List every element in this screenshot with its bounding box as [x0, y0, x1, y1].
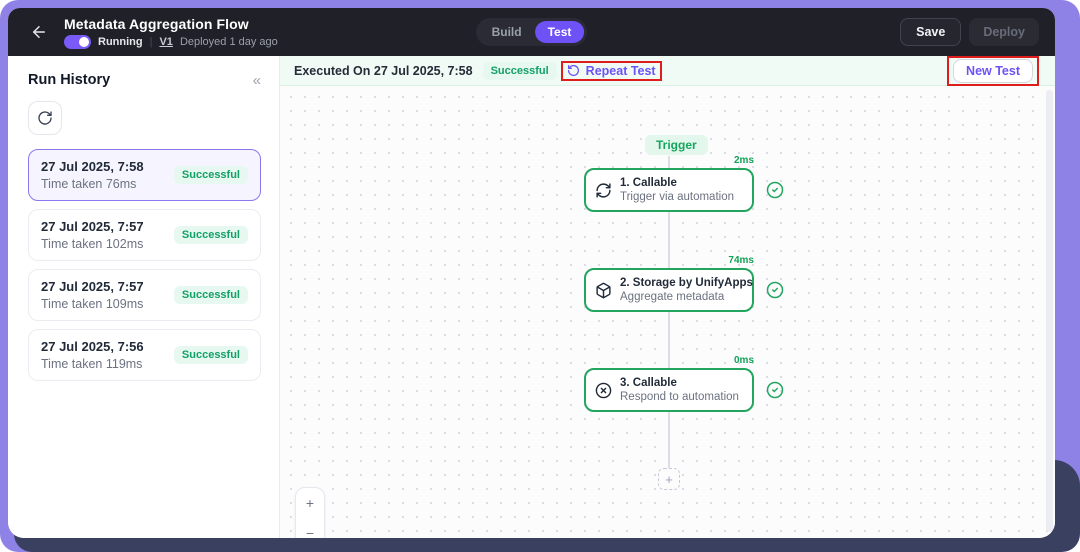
refresh-icon [37, 110, 53, 126]
run-history-title: Run History [28, 72, 111, 88]
save-button[interactable]: Save [900, 18, 962, 46]
refresh-runs-button[interactable] [28, 101, 62, 135]
execution-status-bar: Executed On 27 Jul 2025, 7:58 Successful… [280, 55, 1055, 86]
zoom-out-button[interactable]: − [296, 518, 324, 538]
back-button[interactable] [24, 17, 54, 47]
canvas-scrollbar[interactable] [1046, 90, 1053, 532]
status-badge: Successful [173, 346, 248, 364]
collapse-panel-icon[interactable]: « [252, 71, 261, 89]
run-timestamp: 27 Jul 2025, 7:58 [41, 159, 144, 174]
add-node-button[interactable]: + [658, 468, 680, 490]
toggle-knob [79, 36, 89, 47]
run-duration: Time taken 76ms [41, 177, 137, 191]
flow-canvas[interactable]: Trigger 2ms 1. Callable Trigger via auto… [280, 86, 1055, 538]
node-title: 1. Callable [620, 177, 677, 189]
repeat-test-button[interactable]: Repeat Test [567, 64, 656, 78]
node-title: 3. Callable [620, 377, 677, 389]
execution-status-badge: Successful [482, 61, 557, 80]
running-toggle[interactable] [64, 34, 91, 49]
executed-on-label: Executed On 27 Jul 2025, 7:58 [294, 63, 473, 78]
repeat-test-label: Repeat Test [585, 63, 656, 78]
flow-node-callable-respond[interactable]: 3. Callable Respond to automation [584, 368, 754, 412]
meta-separator: | [149, 35, 153, 48]
running-status-label: Running [98, 35, 143, 48]
version-link[interactable]: V1 [159, 35, 173, 48]
run-history-panel: Run History « 27 Jul 2025, 7:58 Time tak… [8, 56, 280, 538]
canvas-zoom-control: + − [295, 487, 325, 538]
deploy-button[interactable]: Deploy [969, 18, 1039, 46]
page-title: Metadata Aggregation Flow [64, 15, 249, 32]
top-bar: Metadata Aggregation Flow Running | V1 D… [8, 8, 1055, 56]
node-duration: 2ms [733, 155, 754, 166]
circle-x-icon [595, 382, 612, 399]
app-window: Metadata Aggregation Flow Running | V1 D… [8, 8, 1055, 538]
flow-node-callable-trigger[interactable]: 1. Callable Trigger via automation [584, 168, 754, 212]
flow-test-panel: Executed On 27 Jul 2025, 7:58 Successful… [280, 55, 1055, 538]
node-subtitle: Aggregate metadata [620, 291, 725, 303]
flow-node-storage[interactable]: 2. Storage by UnifyApps Aggregate metada… [584, 268, 754, 312]
trigger-chip: Trigger [645, 135, 708, 155]
check-circle-icon [766, 281, 784, 299]
run-duration: Time taken 102ms [41, 237, 144, 251]
arrow-left-icon [30, 23, 48, 41]
sync-icon [595, 182, 612, 199]
run-duration: Time taken 109ms [41, 297, 144, 311]
run-timestamp: 27 Jul 2025, 7:56 [41, 339, 144, 354]
build-test-switch: Build Test [475, 18, 588, 46]
node-duration: 74ms [728, 255, 754, 266]
repeat-icon [567, 64, 580, 77]
run-duration: Time taken 119ms [41, 357, 143, 371]
zoom-in-button[interactable]: + [296, 488, 324, 518]
run-list-item[interactable]: 27 Jul 2025, 7:57 Time taken 102ms Succe… [28, 209, 261, 261]
status-badge: Successful [173, 286, 248, 304]
run-list-item[interactable]: 27 Jul 2025, 7:56 Time taken 119ms Succe… [28, 329, 261, 381]
deployed-label: Deployed 1 day ago [179, 35, 278, 48]
node-subtitle: Respond to automation [620, 391, 739, 403]
run-timestamp: 27 Jul 2025, 7:57 [41, 219, 144, 234]
tab-test[interactable]: Test [534, 21, 585, 43]
node-subtitle: Trigger via automation [620, 191, 734, 203]
tab-build[interactable]: Build [491, 25, 522, 39]
run-list-item[interactable]: 27 Jul 2025, 7:58 Time taken 76ms Succes… [28, 149, 261, 201]
check-circle-icon [766, 181, 784, 199]
new-test-button[interactable]: New Test [953, 58, 1033, 83]
package-icon [595, 282, 612, 299]
run-list-item[interactable]: 27 Jul 2025, 7:57 Time taken 109ms Succe… [28, 269, 261, 321]
run-timestamp: 27 Jul 2025, 7:57 [41, 279, 144, 294]
check-circle-icon [766, 381, 784, 399]
status-badge: Successful [173, 166, 248, 184]
node-title: 2. Storage by UnifyApps [620, 277, 753, 289]
node-duration: 0ms [733, 355, 754, 366]
status-badge: Successful [173, 226, 248, 244]
run-list: 27 Jul 2025, 7:58 Time taken 76ms Succes… [28, 149, 261, 381]
flow-connector-line [668, 156, 670, 470]
